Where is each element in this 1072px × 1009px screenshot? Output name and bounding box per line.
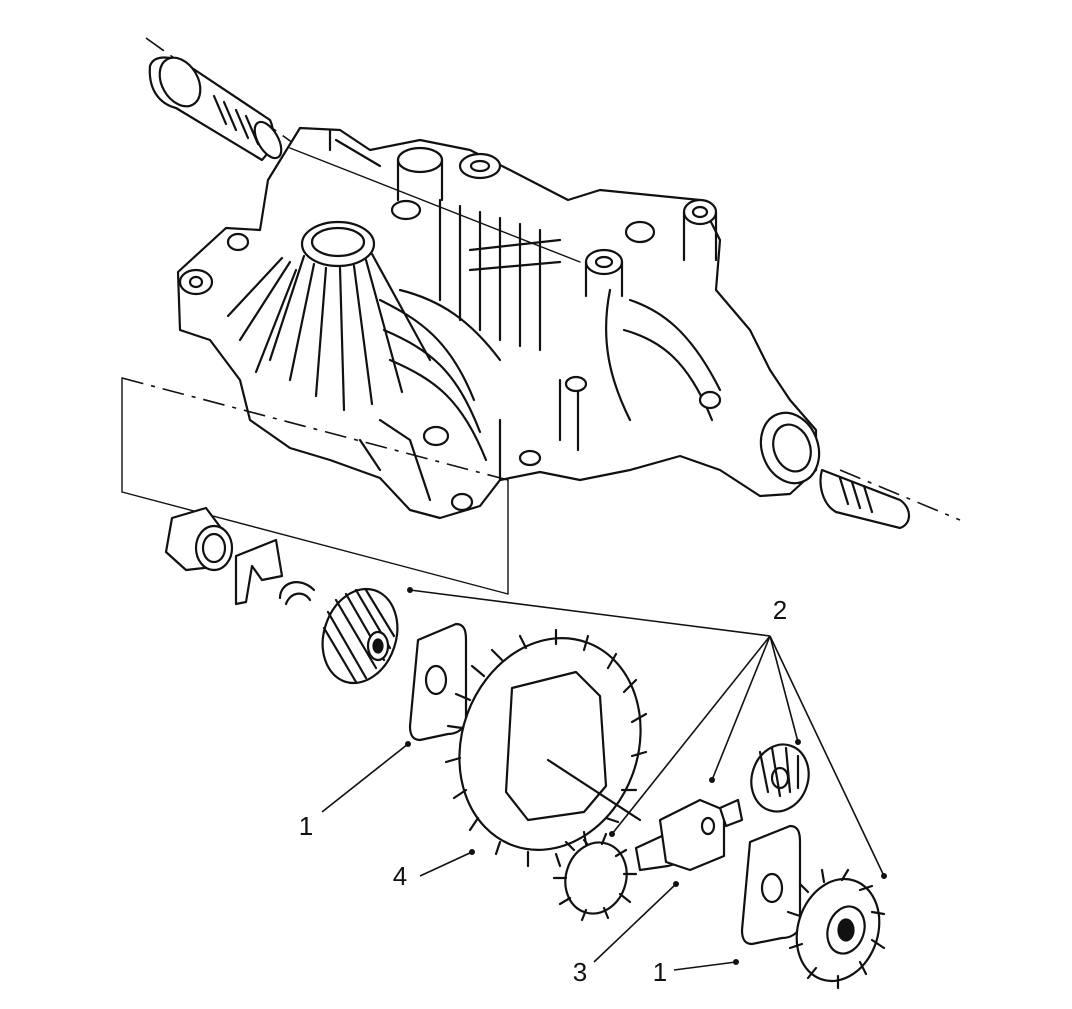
- explosion-guide-box: [121, 377, 509, 595]
- callout-2: 2: [772, 595, 788, 625]
- lower-bevel-gear: [786, 868, 886, 990]
- right-axle-shaft: [819, 468, 961, 530]
- callout-1-lower: 1: [652, 957, 668, 987]
- left-axle-shaft: [145, 37, 301, 162]
- leader-lines: [321, 587, 887, 971]
- thrust-washer-upper: [408, 622, 468, 742]
- snap-ring: [278, 581, 316, 606]
- cross-shaft: [634, 798, 744, 872]
- transaxle-housing: [176, 126, 821, 520]
- callout-1-upper: 1: [298, 811, 314, 841]
- pinion-gear-left: [552, 830, 638, 922]
- thrust-washer-lower: [740, 824, 802, 946]
- ring-gear: [444, 628, 648, 868]
- upper-bevel-gear: [321, 587, 399, 685]
- spacer-bracket: [234, 538, 284, 606]
- pinion-gear-right: [750, 743, 810, 813]
- callout-3: 3: [572, 957, 588, 987]
- callout-4: 4: [392, 861, 408, 891]
- bushing: [164, 506, 234, 572]
